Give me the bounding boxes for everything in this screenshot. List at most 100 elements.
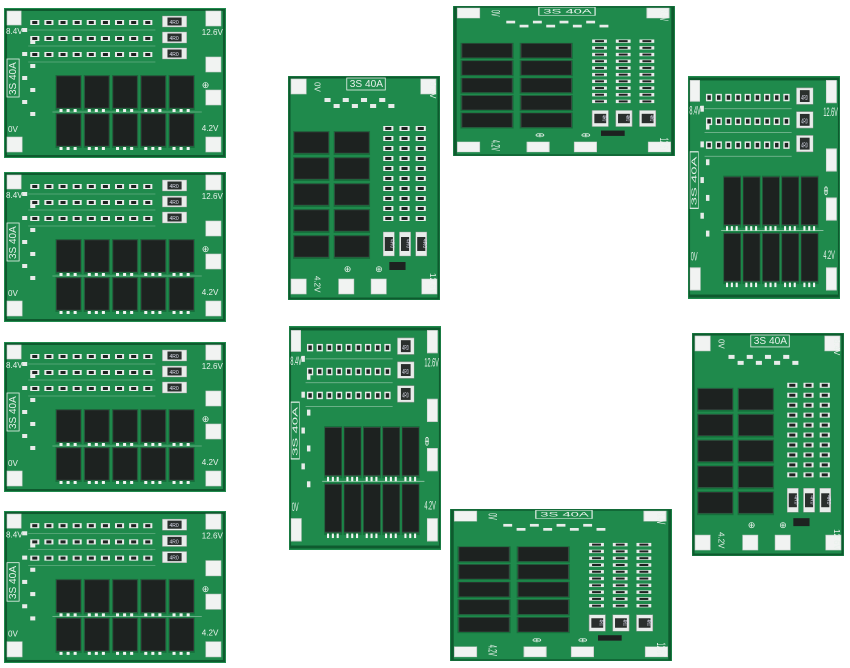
smd-resistor-body xyxy=(726,119,731,124)
smd-component xyxy=(22,52,28,56)
mosfet-chip xyxy=(520,95,572,110)
smd-resistor-body xyxy=(60,387,66,390)
smd-resistor-body xyxy=(102,387,108,390)
smd-component xyxy=(737,360,744,365)
mosfet-pin xyxy=(66,481,70,484)
mosfet-chip xyxy=(461,78,513,93)
sense-resistor-body xyxy=(641,113,654,124)
smd-resistor-body xyxy=(46,556,52,560)
mosfet-pin xyxy=(158,273,162,276)
smd-resistor-body xyxy=(417,207,424,210)
mosfet-pin xyxy=(394,533,397,539)
smd-resistor-body xyxy=(102,524,108,528)
mosfet-chip xyxy=(363,427,381,476)
smd-resistor-body xyxy=(401,197,408,200)
mosfet-chip xyxy=(84,113,110,147)
sense-resistor-code: 4R0 xyxy=(169,20,178,26)
mosfet-pin xyxy=(186,443,190,446)
smd-resistor-body xyxy=(102,201,108,204)
solder-pad xyxy=(824,335,841,352)
smd-resistor-body xyxy=(102,540,108,544)
smd-resistor-body xyxy=(327,369,332,374)
smd-resistor-body xyxy=(74,387,80,390)
mosfet-pin xyxy=(414,533,417,539)
smd-resistor-body xyxy=(707,95,711,100)
sense-resistor-code: 4R0 xyxy=(801,142,807,150)
smd-resistor-body xyxy=(385,207,392,210)
mosfet-pin xyxy=(351,533,354,539)
mosfet-pin xyxy=(116,651,120,655)
smd-resistor-body xyxy=(60,37,66,40)
mosfet-pin xyxy=(172,481,176,484)
mosfet-chip xyxy=(293,183,329,206)
solder-pad xyxy=(205,220,222,237)
smd-resistor-body xyxy=(642,80,652,83)
label-0v: 0V xyxy=(292,501,299,514)
smd-resistor-body xyxy=(131,37,137,40)
smd-resistor-body xyxy=(789,463,796,467)
mosfet-chip xyxy=(781,233,799,282)
smd-resistor-body xyxy=(60,524,66,528)
mosfet-pin xyxy=(87,481,91,484)
smd-resistor-body xyxy=(32,37,38,40)
solder-pad xyxy=(205,10,222,27)
label-8v4: 8.4V xyxy=(428,82,437,99)
mosfet-chip xyxy=(382,483,400,533)
mosfet-pin xyxy=(745,226,748,231)
sense-resistor-body xyxy=(167,367,182,376)
smd-resistor-body xyxy=(318,369,322,374)
solder-pad xyxy=(774,534,791,551)
plus-mark: ⊕ xyxy=(202,80,210,90)
mosfet-pin xyxy=(66,311,70,314)
mosfet-pin xyxy=(769,282,772,288)
smd-resistor-body xyxy=(337,393,341,398)
smd-resistor-body xyxy=(131,371,137,374)
mosfet-chip xyxy=(762,233,780,282)
solder-pad xyxy=(205,253,222,270)
smd-resistor-body xyxy=(592,557,601,560)
smd-component xyxy=(583,523,593,527)
smd-resistor-body xyxy=(308,393,312,398)
smd-resistor-body xyxy=(618,40,628,43)
smd-resistor-body xyxy=(117,53,123,56)
sense-resistor-body xyxy=(167,49,182,58)
mosfet-pin xyxy=(370,533,373,539)
mosfet-pin xyxy=(158,311,162,314)
mosfet-pin xyxy=(365,533,368,539)
smd-resistor-body xyxy=(592,591,601,594)
smd-resistor-body xyxy=(805,403,812,407)
sense-resistor-code: 4R0 xyxy=(600,115,608,121)
smd-resistor-body xyxy=(46,185,52,188)
smd-component xyxy=(22,531,28,536)
smd-resistor-body xyxy=(717,119,721,124)
smd-resistor-body xyxy=(401,217,408,220)
smd-resistor-body xyxy=(88,540,94,544)
mosfet-pin xyxy=(73,273,77,276)
solder-pad xyxy=(290,518,302,542)
mosfet-chip xyxy=(762,176,780,226)
mosfet-pin xyxy=(144,311,148,314)
smd-resistor-body xyxy=(755,119,760,124)
mosfet-pin xyxy=(158,613,162,617)
mosfet-pin xyxy=(73,481,77,484)
sense-resistor-code: 4R0 xyxy=(169,354,178,360)
solder-pad xyxy=(456,141,481,153)
mosfet-chip xyxy=(140,409,166,443)
mosfet-chip xyxy=(520,78,572,93)
smd-component xyxy=(301,427,305,434)
smd-resistor-body xyxy=(32,387,38,390)
mosfet-pin xyxy=(172,443,176,446)
smd-resistor-body xyxy=(639,577,649,580)
solder-pad xyxy=(825,267,837,291)
mosfet-chip xyxy=(293,235,329,258)
model-label: 3S 40A xyxy=(8,396,19,429)
sense-resistor-body xyxy=(591,618,604,628)
label-12v6: 12.6V xyxy=(202,362,224,371)
label-12v6: 12.6V xyxy=(202,28,224,37)
smd-resistor-body xyxy=(88,355,94,358)
smd-resistor-body xyxy=(805,393,812,397)
smd-resistor-body xyxy=(595,100,604,103)
model-label: 3S 40A xyxy=(8,62,19,95)
